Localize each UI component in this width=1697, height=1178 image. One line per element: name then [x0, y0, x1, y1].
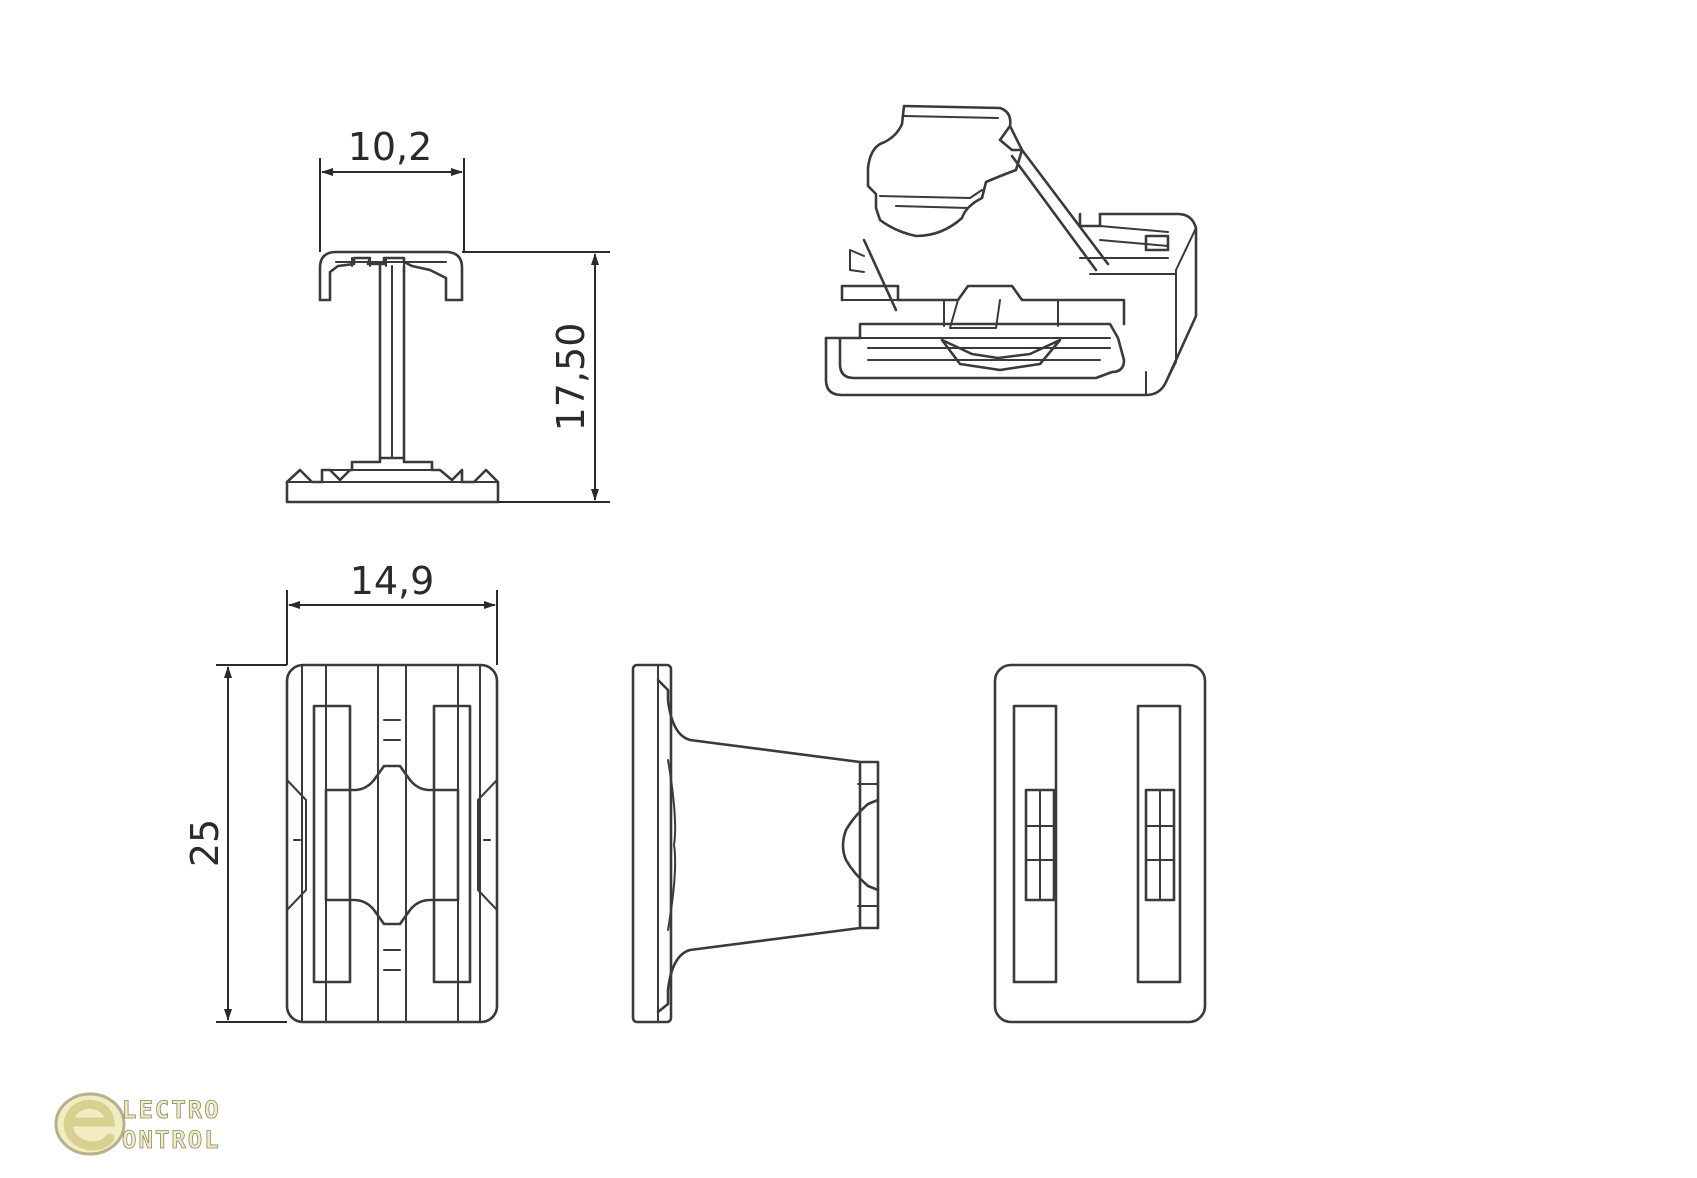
- dimension-label-length: 25: [183, 819, 227, 867]
- dimension-height: 17,50: [462, 251, 610, 503]
- isometric-view: [824, 104, 1198, 397]
- dimension-top-width: 10,2: [319, 125, 465, 252]
- dimension-label-top-width: 10,2: [348, 125, 433, 169]
- dimension-label-bottom-width: 14,9: [350, 559, 435, 603]
- dimension-length: 25: [183, 664, 287, 1023]
- top-view: [993, 663, 1207, 1024]
- dimension-label-height: 17,50: [549, 323, 593, 432]
- bottom-view: [285, 663, 499, 1024]
- brand-logo: LECTRO ONTROL: [54, 1092, 221, 1156]
- logo-text-line2: ONTROL: [122, 1126, 221, 1154]
- dimension-bottom-width: 14,9: [286, 559, 498, 665]
- logo-text-line1: LECTRO: [122, 1096, 221, 1124]
- front-view: [285, 250, 500, 504]
- side-view: [631, 663, 880, 1024]
